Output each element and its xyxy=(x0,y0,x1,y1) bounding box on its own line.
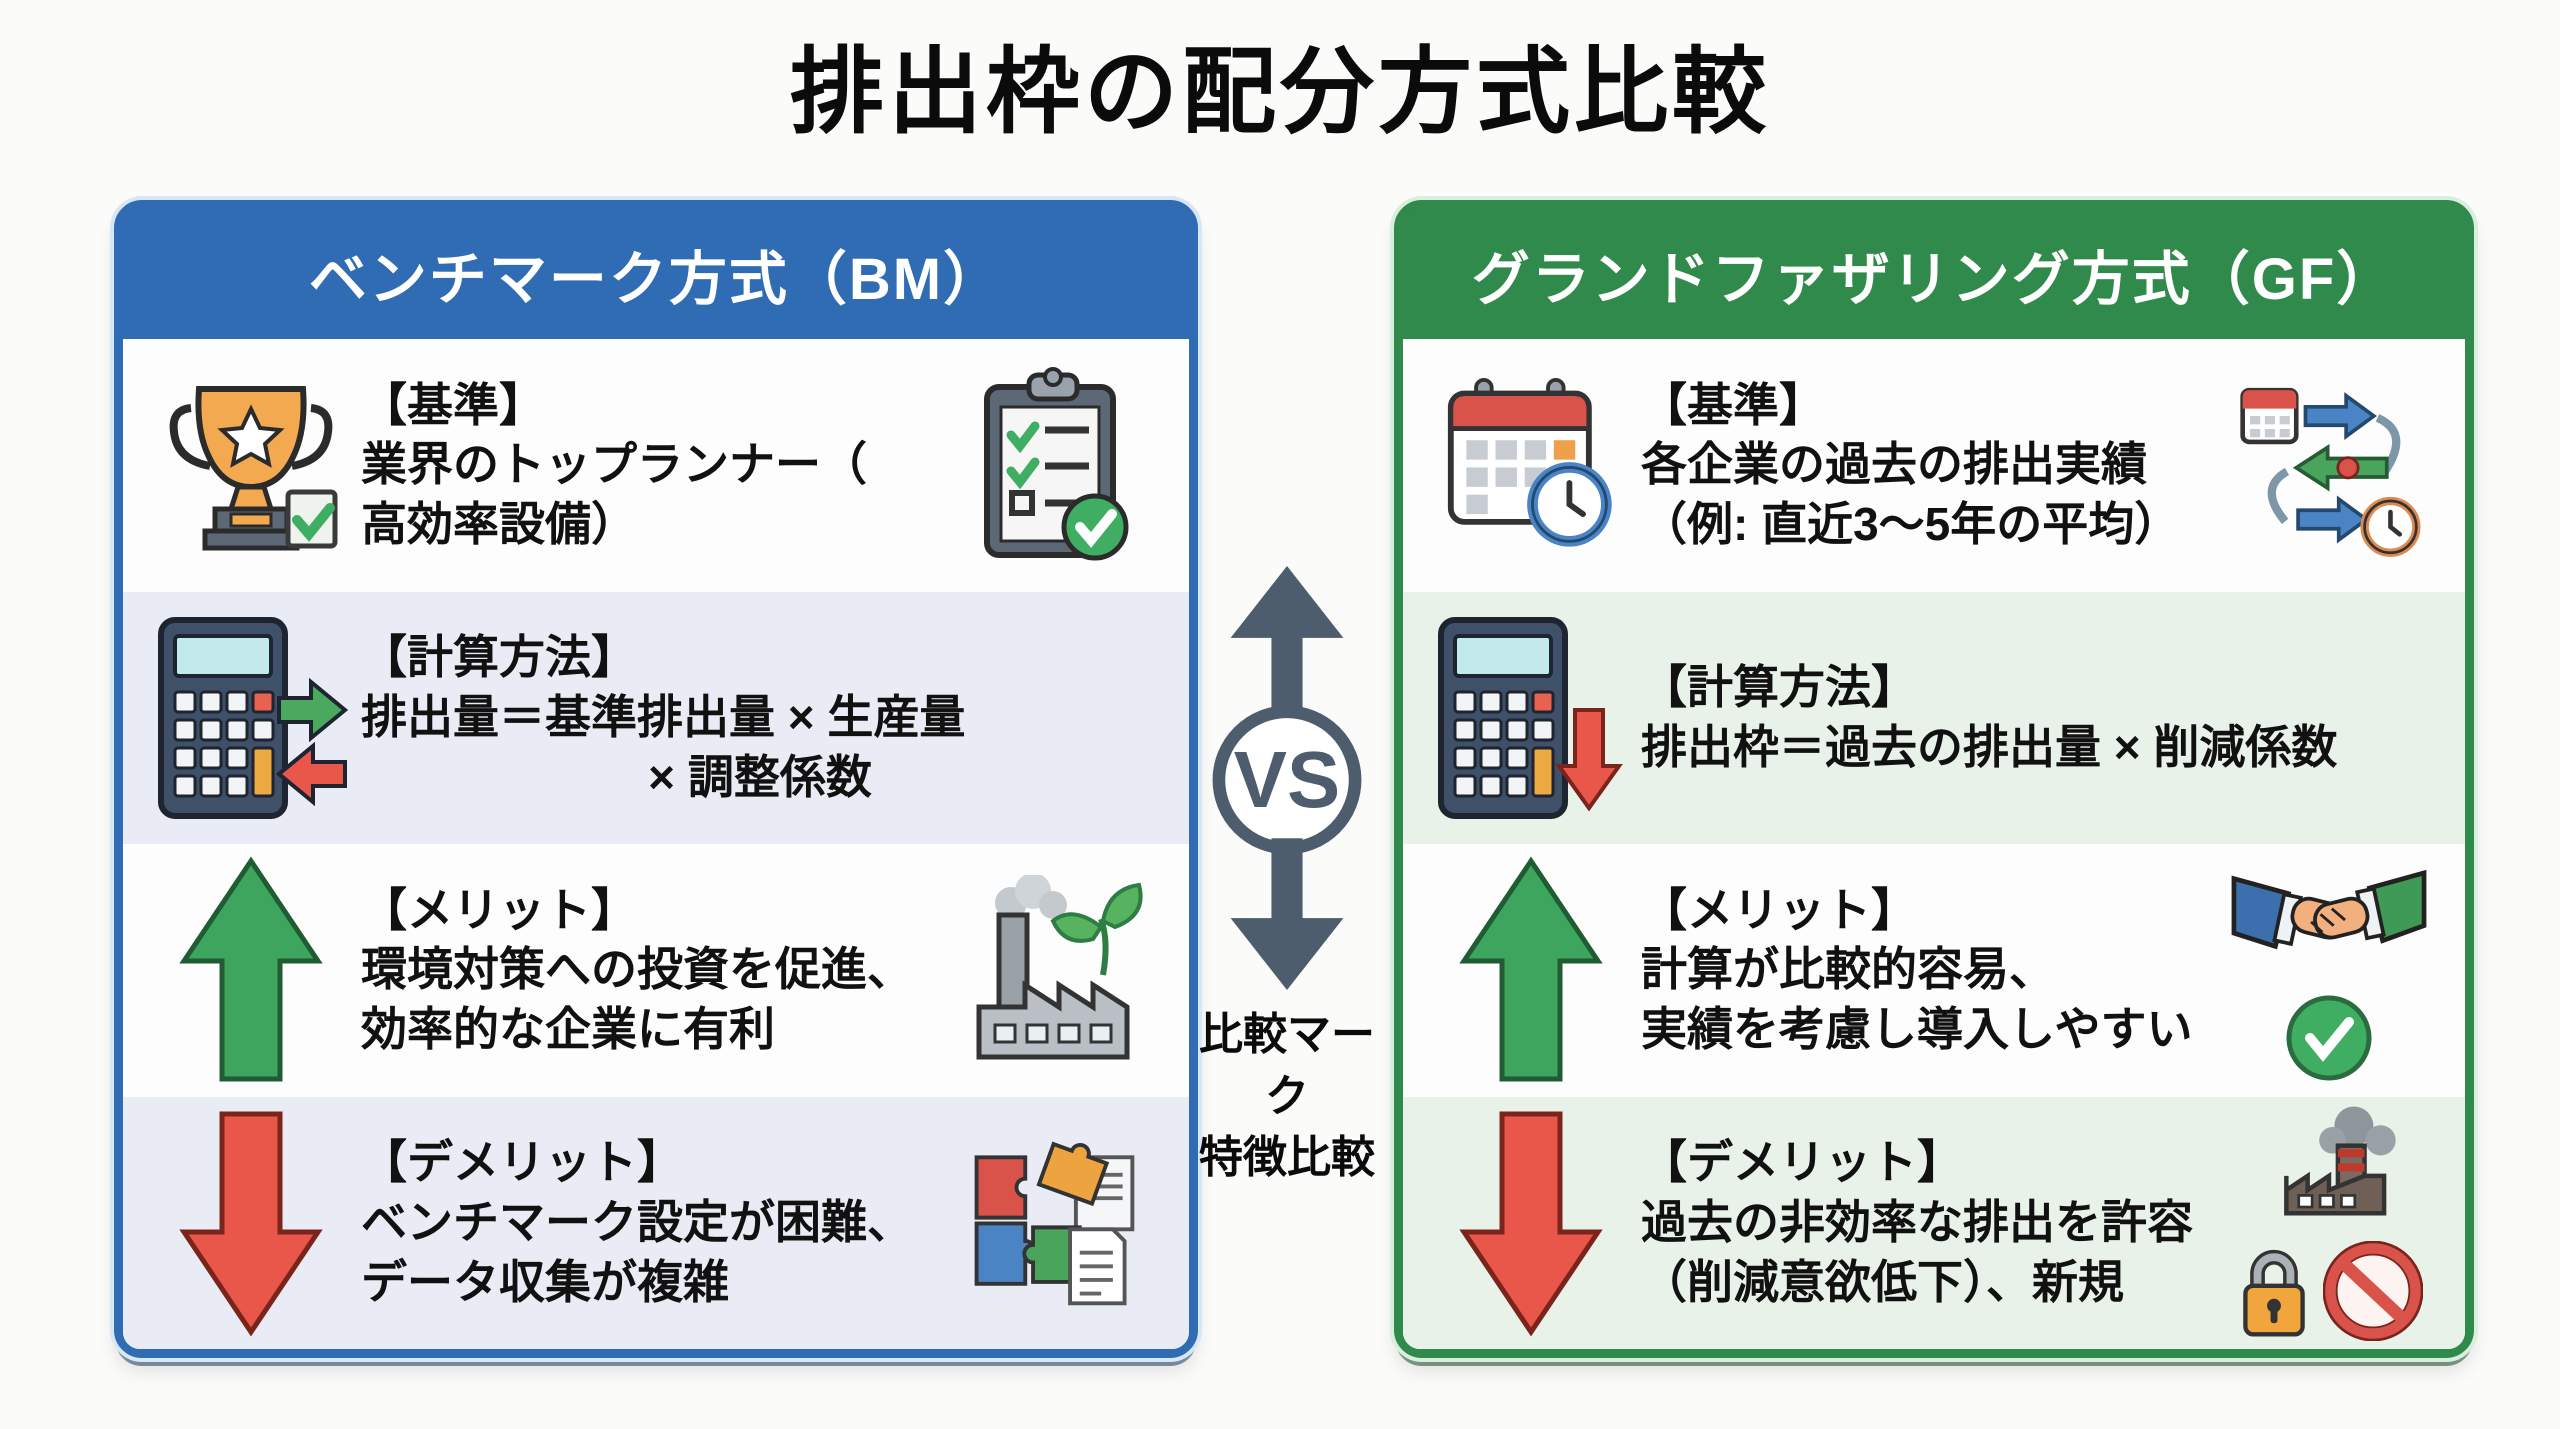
trophy-icon xyxy=(169,385,338,551)
gf-criteria-text: 【基準】 各企業の過去の排出実績 （例: 直近3〜5年の平均） xyxy=(1635,376,2217,555)
vs-label: VS xyxy=(1234,735,1340,824)
bm-demerit-text: 【デメリット】 ベンチマーク設定が困難、 データ収集が複雑 xyxy=(355,1133,941,1312)
grandfathering-panel-body: 【基準】 各企業の過去の排出実績 （例: 直近3〜5年の平均） xyxy=(1403,339,2465,1349)
clipboard-check-icon xyxy=(984,367,1129,561)
row-heading: 【計算方法】 xyxy=(1641,660,1917,713)
handshake-icon xyxy=(2231,870,2427,950)
row-line: （削減意欲低下）、新規 xyxy=(1641,1255,2124,1308)
row-line: 過去の非効率な排出を許容 xyxy=(1641,1195,2193,1248)
row-line: 高効率設備） xyxy=(361,498,637,551)
bm-merit-text: 【メリット】 環境対策への投資を促進、 効率的な企業に有利 xyxy=(355,881,941,1060)
row-line: 環境対策への投資を促進、 xyxy=(361,943,913,996)
calculator-exchange-icon xyxy=(158,616,349,819)
vs-caption-line2: 特徴比較 xyxy=(1199,1133,1375,1183)
gf-merit-text: 【メリット】 計算が比較的容易、 実績を考慮し導入しやすい xyxy=(1635,881,2217,1060)
benchmark-panel-body: 【基準】 業界のトップランナー（ 高効率設備） xyxy=(123,339,1189,1349)
gf-calculation-text: 【計算方法】 排出枠＝過去の排出量 × 削減係数 xyxy=(1635,658,2441,778)
benchmark-panel: ベンチマーク方式（BM） 【基準】 業界の xyxy=(114,200,1198,1358)
puzzle-documents-icon xyxy=(974,1141,1134,1306)
row-line: 各企業の過去の排出実績 xyxy=(1641,438,2147,491)
row-line: データ収集が複雑 xyxy=(361,1255,729,1308)
check-circle-icon xyxy=(2286,995,2372,1081)
grandfathering-panel: グランドファザリング方式（GF） xyxy=(1394,200,2474,1358)
down-arrow-icon xyxy=(1459,1111,1603,1337)
row-line: （例: 直近3〜5年の平均） xyxy=(1641,498,2181,551)
bm-row-calculation: 【計算方法】 排出量＝基準排出量 × 生産量 × 調整係数 xyxy=(123,591,1189,844)
grandfathering-panel-header: グランドファザリング方式（GF） xyxy=(1403,209,2465,339)
row-line: ベンチマーク設定が困難、 xyxy=(361,1195,913,1248)
lock-icon xyxy=(2243,1249,2305,1337)
row-line: 実績を考慮し導入しやすい xyxy=(1641,1003,2193,1056)
gf-row-merit: 【メリット】 計算が比較的容易、 実績を考慮し導入しやすい xyxy=(1403,844,2465,1097)
row-heading: 【基準】 xyxy=(1641,378,1825,431)
bm-row-demerit: 【デメリット】 ベンチマーク設定が困難、 データ収集が複雑 xyxy=(123,1096,1189,1349)
bm-row-criteria: 【基準】 業界のトップランナー（ 高効率設備） xyxy=(123,339,1189,592)
row-line: 業界のトップランナー（ xyxy=(361,438,867,491)
calculator-decrease-icon xyxy=(1438,616,1623,819)
up-arrow-icon xyxy=(179,856,323,1082)
row-heading: 【デメリット】 xyxy=(361,1136,683,1189)
vs-double-arrow-icon: VS xyxy=(1212,565,1362,991)
row-line: 排出量＝基準排出量 × 生産量 xyxy=(361,690,966,743)
calendar-clock-icon xyxy=(1447,377,1612,547)
row-heading: 【デメリット】 xyxy=(1641,1136,1963,1189)
row-line: 計算が比較的容易、 xyxy=(1641,943,2055,996)
vs-caption-line1: 比較マーク xyxy=(1199,1010,1375,1121)
row-heading: 【メリット】 xyxy=(1641,883,1917,936)
row-line: 排出枠＝過去の排出量 × 削減係数 xyxy=(1641,720,2338,773)
vs-caption: 比較マーク 特徴比較 xyxy=(1180,1004,1394,1189)
row-heading: 【計算方法】 xyxy=(361,631,637,684)
gf-row-criteria: 【基準】 各企業の過去の排出実績 （例: 直近3〜5年の平均） xyxy=(1403,339,2465,592)
benchmark-panel-header: ベンチマーク方式（BM） xyxy=(123,209,1189,339)
gf-row-calculation: 【計算方法】 排出枠＝過去の排出量 × 削減係数 xyxy=(1403,591,2465,844)
vs-column: VS 比較マーク 特徴比較 xyxy=(1180,564,1394,1189)
bm-calculation-text: 【計算方法】 排出量＝基準排出量 × 生産量 × 調整係数 xyxy=(355,628,1165,807)
row-line: × 調整係数 xyxy=(648,750,872,803)
row-line: 効率的な企業に有利 xyxy=(361,1003,775,1056)
row-heading: 【メリット】 xyxy=(361,883,637,936)
bm-criteria-text: 【基準】 業界のトップランナー（ 高効率設備） xyxy=(355,376,941,555)
gf-row-demerit: 【デメリット】 過去の非効率な排出を許容 （削減意欲低下）、新規 xyxy=(1403,1096,2465,1349)
up-arrow-icon xyxy=(1459,856,1603,1082)
down-arrow-icon xyxy=(179,1111,323,1337)
eco-factory-icon xyxy=(976,875,1143,1060)
history-timeline-icon xyxy=(2239,388,2420,558)
smoke-factory-icon xyxy=(2284,1106,2396,1216)
page-title: 排出枠の配分方式比較 xyxy=(789,39,1770,144)
no-entry-icon xyxy=(2323,1240,2423,1341)
bm-row-merit: 【メリット】 環境対策への投資を促進、 効率的な企業に有利 xyxy=(123,844,1189,1097)
row-heading: 【基準】 xyxy=(361,378,545,431)
gf-demerit-text: 【デメリット】 過去の非効率な排出を許容 （削減意欲低下）、新規 xyxy=(1635,1133,2217,1312)
